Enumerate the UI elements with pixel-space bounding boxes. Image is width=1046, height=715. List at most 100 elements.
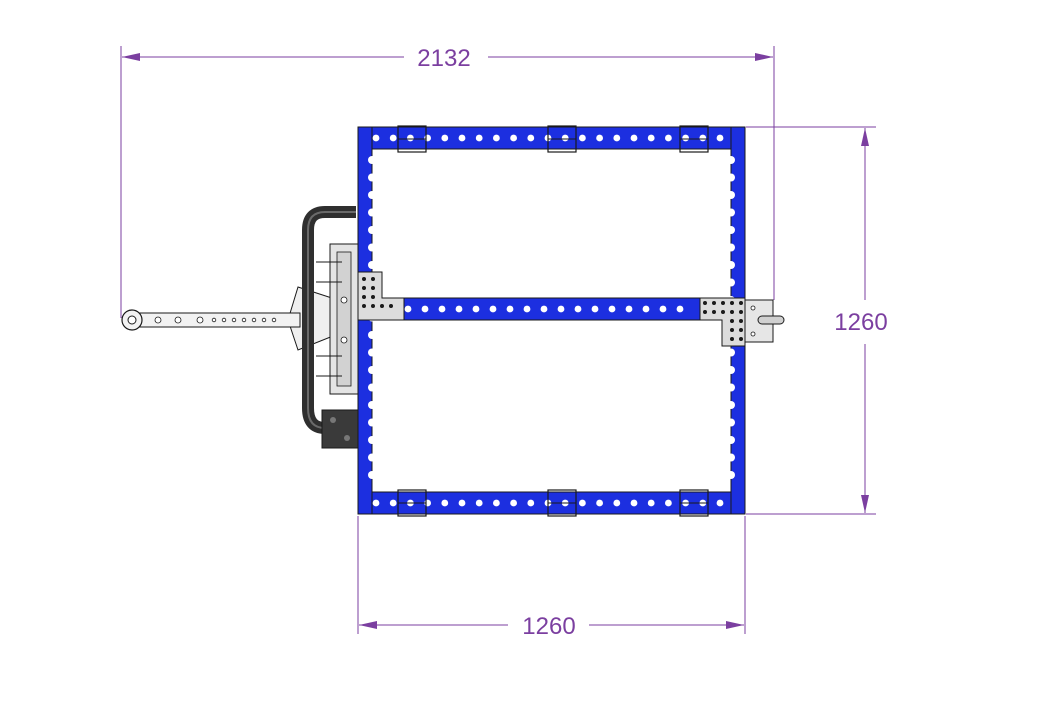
rail-clamps [397, 125, 709, 517]
frame-notch [727, 226, 735, 234]
frame-notch [368, 436, 376, 444]
frame-hole [438, 305, 446, 313]
frame-hole [630, 134, 638, 142]
bracket-bolt [344, 435, 350, 441]
frame-hole [591, 305, 599, 313]
frame-notch [368, 243, 376, 252]
frame-hole [489, 305, 497, 313]
frame-hole [372, 499, 380, 507]
tow-bar-holes [154, 316, 277, 324]
coupling-plate-inner [336, 251, 352, 387]
frame-hole [407, 134, 414, 142]
gusset-plate-right [699, 297, 746, 347]
lower-bracket [321, 409, 359, 449]
hitch-pin [757, 315, 785, 325]
frame-notch [727, 243, 735, 252]
frame-hole [579, 499, 586, 507]
frame-hole [510, 499, 517, 507]
frame-hole [596, 499, 603, 507]
frame-notch [727, 278, 735, 287]
frame-notch [368, 226, 376, 234]
frame-hole [506, 305, 514, 313]
frame-hole [625, 305, 633, 313]
gusset-hole [730, 337, 734, 341]
bracket-bolt [330, 417, 336, 423]
frame-notch [727, 383, 735, 392]
tow-bar-hole [231, 317, 237, 323]
frame-hole [493, 134, 500, 142]
frame-hole [557, 305, 565, 313]
gusset-hole [721, 301, 725, 305]
frame-hole [527, 499, 535, 507]
tow-bar-hole [211, 317, 217, 323]
frame-notch [368, 366, 376, 374]
hitch-bolt [750, 305, 756, 311]
frame-hole [613, 134, 621, 142]
gusset-hole [730, 301, 734, 305]
frame-notch [368, 471, 376, 479]
frame-hole [421, 305, 429, 313]
dimension-label-overall-length: 2132 [417, 45, 470, 72]
frame-hole [642, 305, 650, 313]
frame-hole [596, 134, 603, 142]
frame-hole [389, 134, 397, 142]
frame-notch [368, 418, 376, 427]
push-handle [302, 206, 356, 434]
frame-hole [458, 499, 466, 507]
frame-hole [682, 134, 689, 142]
frame-hole [540, 305, 548, 313]
tow-bar-hole [241, 317, 247, 323]
frame-hole [608, 305, 616, 313]
frame-hole [665, 499, 672, 507]
frame-hole [424, 134, 431, 142]
tow-bar-hole [196, 316, 204, 324]
frame-notch [727, 471, 735, 479]
gusset-hole [739, 319, 743, 323]
frame-hole [613, 499, 621, 507]
rail-clamp [547, 489, 577, 517]
gusset-hole [380, 304, 384, 308]
frame-hole [676, 305, 684, 313]
frame-hole [458, 134, 466, 142]
cart-frame [357, 126, 746, 515]
gusset-hole [712, 301, 716, 305]
frame-hole [561, 134, 569, 142]
frame-notch [368, 173, 376, 182]
frame-notch [727, 366, 735, 374]
gusset-hole [371, 295, 375, 299]
gusset-hole [703, 301, 707, 305]
gusset-hole [703, 310, 707, 314]
dimension-overall-length: 2132 [120, 45, 775, 318]
coupling-bolt [340, 336, 348, 344]
frame-notch [727, 191, 735, 199]
frame-notch [727, 208, 735, 217]
gusset-plate-left [357, 271, 405, 321]
frame-notch [727, 418, 735, 427]
gusset-hole [730, 310, 734, 314]
frame-hole [472, 305, 480, 313]
gusset-hole [362, 277, 366, 281]
frame-hole [527, 134, 535, 142]
frame-hole [574, 305, 582, 313]
coupling-plate [316, 243, 359, 449]
frame-hole [404, 305, 412, 313]
frame-hole [475, 499, 483, 507]
gusset-hole [739, 328, 743, 332]
dimension-frame-width: 1260 [357, 516, 746, 640]
rear-hitch [744, 299, 785, 343]
frame-hole [579, 134, 586, 142]
gusset-hole [712, 310, 716, 314]
dimension-frame-depth: 1260 [746, 126, 888, 515]
gusset-hole [389, 304, 393, 308]
frame-holes [372, 134, 724, 507]
rail-clamp [397, 489, 427, 517]
gusset-hole [371, 277, 375, 281]
hitch-bolt [750, 331, 756, 337]
frame-notch [368, 401, 376, 409]
frame-hole [647, 499, 655, 507]
frame-hole [510, 134, 517, 142]
frame-notch [727, 401, 735, 409]
frame-hole [441, 499, 449, 507]
tow-bar-hole [154, 316, 162, 324]
